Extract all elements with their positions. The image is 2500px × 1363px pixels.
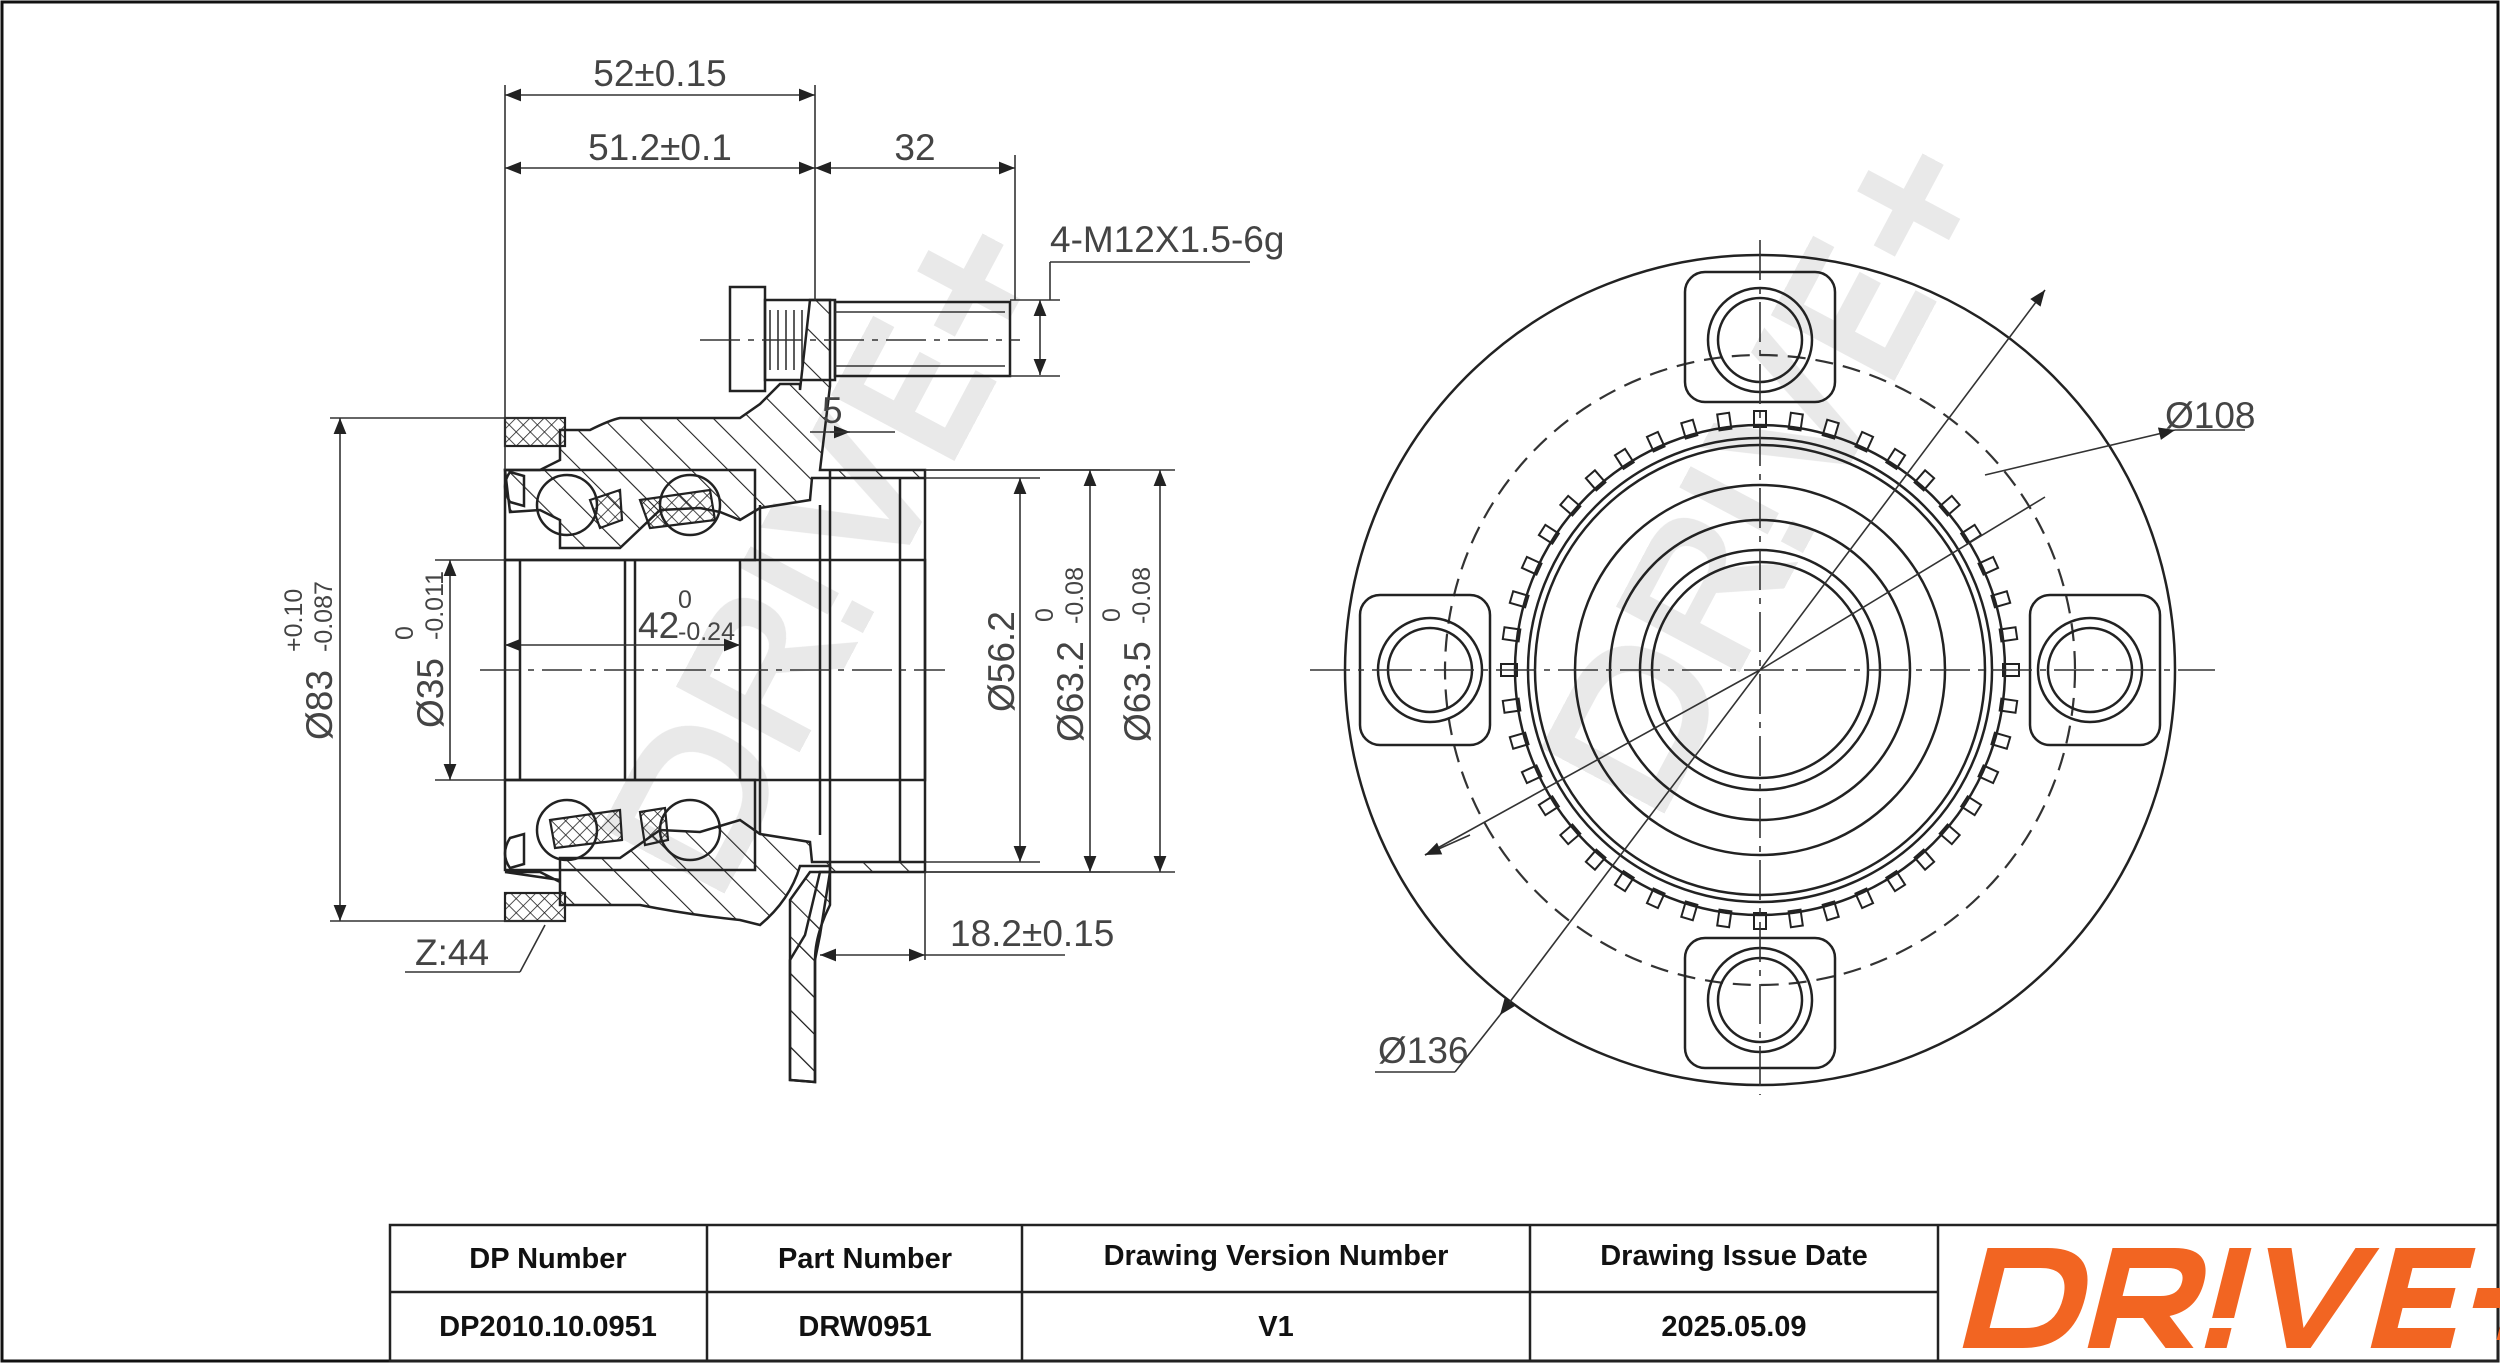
header-issue-date: Drawing Issue Date (1600, 1240, 1868, 1272)
svg-text:Ø63.5: Ø63.5 (1117, 641, 1158, 742)
dim-5: 5 (822, 390, 843, 431)
drive-watermark (600, 153, 1961, 894)
svg-text:0: 0 (678, 586, 692, 614)
dim-83: Ø83 +0.10 -0.087 (280, 581, 340, 740)
svg-text:Ø35: Ø35 (410, 658, 451, 728)
dim-56-2: Ø56.2 (981, 611, 1022, 712)
dim-32: 32 (894, 127, 935, 168)
svg-text:Ø63.2: Ø63.2 (1050, 641, 1091, 742)
seal-lower (503, 891, 567, 923)
svg-text:0: 0 (391, 626, 419, 640)
dim-63-2: Ø63.2 0 -0.08 (1031, 567, 1091, 742)
dim-thread: 4-M12X1.5-6g (1050, 219, 1284, 260)
svg-text:0: 0 (1031, 608, 1059, 622)
hub-body-upper (503, 298, 927, 550)
svg-text:-0.087: -0.087 (310, 581, 338, 652)
dim-63-5: Ø63.5 0 -0.08 (1098, 567, 1158, 742)
front-view (1310, 240, 2245, 1095)
header-dp-number: DP Number (469, 1243, 626, 1275)
drive-plus-logo (1962, 1248, 2500, 1348)
value-dp-number: DP2010.10.0951 (439, 1311, 657, 1343)
dim-52: 52±0.15 (593, 53, 726, 94)
seal-upper (503, 416, 567, 448)
svg-text:-0.24: -0.24 (678, 618, 735, 646)
dim-108: Ø108 (2165, 395, 2256, 436)
svg-text:-0.08: -0.08 (1061, 567, 1089, 624)
dim-51-2: 51.2±0.1 (588, 127, 732, 168)
dim-35: Ø35 0 -0.011 (391, 571, 451, 728)
header-drawing-version: Drawing Version Number (1104, 1240, 1449, 1272)
svg-text:-0.011: -0.011 (421, 571, 449, 640)
value-part-number: DRW0951 (798, 1311, 931, 1343)
svg-text:+0.10: +0.10 (280, 589, 308, 652)
stud-head (728, 285, 767, 393)
dim-teeth: Z:44 (415, 932, 489, 973)
svg-text:42: 42 (638, 605, 679, 646)
stud-shaft (833, 300, 1012, 378)
dim-136: Ø136 (1378, 1030, 1469, 1071)
svg-text:-0.08: -0.08 (1128, 567, 1156, 624)
value-drawing-version: V1 (1258, 1311, 1293, 1343)
value-issue-date: 2025.05.09 (1661, 1311, 1806, 1343)
dim-18-2: 18.2±0.15 (950, 913, 1114, 954)
dim-42: 42 0 -0.24 (638, 586, 735, 646)
svg-text:Ø83: Ø83 (299, 670, 340, 740)
header-part-number: Part Number (778, 1243, 952, 1275)
flange-lower (788, 870, 832, 1084)
section-view (330, 85, 1250, 1084)
svg-text:0: 0 (1098, 608, 1126, 622)
